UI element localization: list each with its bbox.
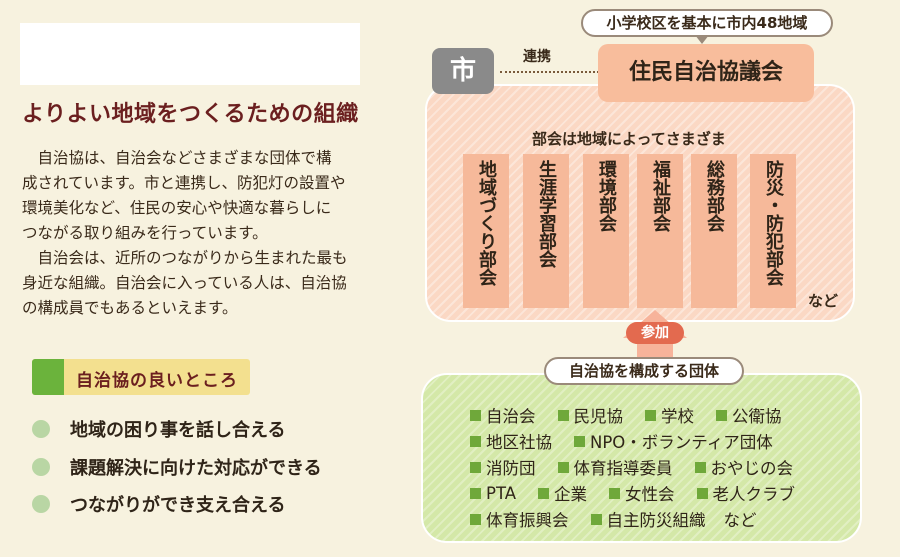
merits-tag-bar [32,359,64,395]
square-icon [694,461,706,473]
department-etc: など [808,292,839,310]
member-label: おやじの会 [710,459,794,478]
member-row: 地区社協 NPO・ボランティア団体 [470,429,795,453]
p1-line-3: 環境美化など、住民の安心や快適な暮らしに [22,199,332,217]
square-icon [470,487,481,499]
arrow-label: 参加 [626,322,684,344]
p1-line-4: つながる取り組みを行っています。 [22,224,268,242]
member-label: 消防団 [486,459,536,478]
member-row: 消防団 体育指導委員 おやじの会 [470,455,815,479]
member-label: 学校 [661,407,694,426]
member-item: 体育指導委員 [557,455,673,479]
member-label: NPO・ボランティア団体 [590,433,773,452]
p2-line-2: 身近な組織。自治会に入っている人は、自治協 [22,274,347,292]
bullet-icon [32,458,50,476]
square-icon [470,409,481,421]
square-icon [609,487,621,499]
blank-image-area [20,23,360,85]
member-item: 公衛協 [716,403,782,427]
member-label: 公衛協 [732,407,782,426]
member-item: 消防団 [470,455,536,479]
member-item: NPO・ボランティア団体 [574,429,773,453]
member-item: 自治会 [470,403,536,427]
member-label: 自主防災組織 [606,511,706,530]
bullet-icon [32,420,50,438]
link-label: 連携 [523,49,551,65]
p2-line-1: 自治会は、近所のつながりから生まれた最も [37,249,348,267]
department-column: 環境部会 [583,154,629,308]
member-item: 地区社協 [470,429,552,453]
member-item: 企業 [538,481,587,505]
square-icon [470,435,481,447]
member-item: おやじの会 [694,455,794,479]
paragraph-2: 自治会は、近所のつながりから生まれた最も 身近な組織。自治会に入っている人は、自… [22,246,382,321]
member-label: 自治会 [486,407,536,426]
square-icon [645,409,656,421]
p1-line-1: 自治協は、自治会などさまざまな団体で構 [37,149,332,167]
council-box: 住民自治協議会 [598,44,814,102]
member-item: 民児協 [557,403,624,427]
member-label: 体育振興会 [486,511,569,530]
square-icon [557,409,569,421]
member-item: 老人クラブ [696,481,796,505]
square-icon [574,435,585,447]
p1-line-2: 成されています。市と連携し、防犯灯の設置や [22,174,346,192]
merit-text: つながりができ支え合える [70,495,286,516]
link-dotted-line [500,71,603,73]
paragraph-1: 自治協は、自治会などさまざまな団体で構 成されています。市と連携し、防犯灯の設置… [22,146,382,246]
department-column: 福祉部会 [637,154,683,308]
member-label: 女性会 [625,485,675,504]
department-column: 生涯学習部会 [523,154,569,308]
member-item: 自主防災組織 [590,507,706,531]
description-text: 自治協は、自治会などさまざまな団体で構 成されています。市と連携し、防犯灯の設置… [22,146,382,321]
member-item: PTA [470,481,516,505]
member-label: 民児協 [573,407,624,426]
merit-item: つながりができ支え合える [32,492,285,516]
square-icon [716,409,727,421]
bullet-icon [32,495,50,513]
member-row: PTA 企業 女性会 老人クラブ [470,481,817,505]
merits-tag: 自治協の良いところ [32,359,250,395]
member-label: 企業 [554,485,588,504]
member-row: 体育振興会 自主防災組織 など [470,507,757,531]
member-label: 体育指導委員 [573,459,673,478]
merits-title: 自治協の良いところ [76,371,238,391]
section-heading: よりよい地域をつくるための組織 [22,102,359,127]
square-icon [470,461,481,473]
city-box: 市 [432,48,494,94]
department-caption: 部会は地域によってさまざま [532,130,726,148]
p2-line-3: の構成員でもあるといえます。 [22,299,238,317]
square-icon [590,513,602,525]
merit-item: 地域の困り事を話し合える [32,417,285,441]
member-item: 体育振興会 [470,507,569,531]
member-item: 女性会 [609,481,675,505]
council-note-bubble: 小学校区を基本に市内48地域 [581,9,833,44]
square-icon [557,461,569,473]
square-icon [470,513,481,525]
merit-text: 地域の困り事を話し合える [70,420,286,441]
members-etc: など [723,511,757,530]
department-column: 地域づくり部会 [463,154,509,308]
department-column: 防災・防犯部会 [750,154,796,308]
square-icon [696,487,708,499]
member-label: 老人クラブ [712,485,796,504]
merit-text: 課題解決に向けた対応ができる [70,458,322,479]
merit-item: 課題解決に向けた対応ができる [32,455,322,479]
member-row: 自治会 民児協 学校 公衛協 [470,403,804,427]
department-column: 総務部会 [691,154,737,308]
members-title: 自治協を構成する団体 [544,357,744,385]
member-label: PTA [486,483,517,503]
member-item: 学校 [645,403,694,427]
member-label: 地区社協 [486,433,552,452]
square-icon [538,487,550,499]
